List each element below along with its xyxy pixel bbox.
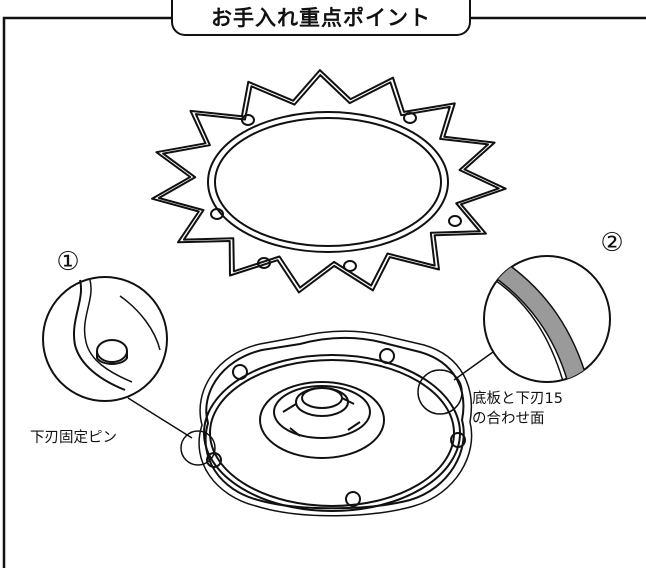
zoom-detail-pin: [42, 276, 216, 466]
base-plate-illustration: [198, 330, 473, 517]
frame-border: [2, 16, 646, 568]
zoom-detail-contact-surface: [417, 255, 611, 415]
callout-2-label-line1: 底板と下刃15: [472, 391, 563, 407]
lower-blade-illustration: [151, 69, 507, 294]
callout-1-number: ①: [56, 247, 79, 277]
callout-2-label-line2: の合わせ面: [472, 411, 545, 427]
page-title: お手入れ重点ポイント: [211, 6, 431, 30]
title-tab: お手入れ重点ポイント: [171, 0, 471, 36]
callout-2-label: 底板と下刃15 の合わせ面: [472, 389, 563, 429]
callout-2-number: ②: [600, 228, 623, 258]
callout-1-label: 下刃固定ピン: [30, 430, 117, 446]
